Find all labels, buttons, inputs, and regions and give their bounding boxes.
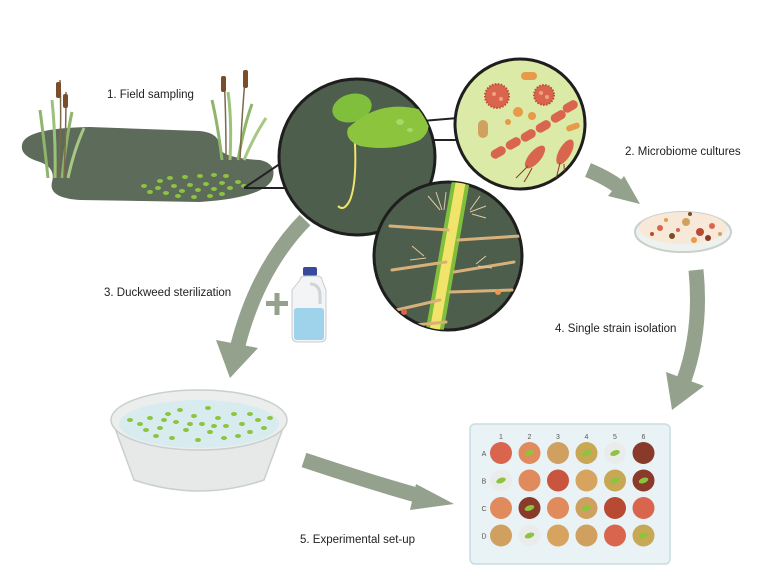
well-duckweed [638,532,649,539]
plate-well [632,442,655,464]
bowl-duckweed [127,406,273,442]
plate-row-label: C [481,506,486,513]
arrow-to-sterilization [216,214,311,378]
plate-well [518,469,541,492]
well-duckweed [581,450,592,456]
plate-well [547,442,569,464]
step-label-microbiome-cultures: 2. Microbiome cultures [625,146,741,158]
plate-well [604,524,626,547]
duckweed-zoom-circle [277,77,437,237]
plate-well [632,497,655,519]
root-zoom-circle [372,180,524,332]
well-duckweed [524,450,535,456]
plate-column-label: 4 [585,434,589,441]
step-label-duckweed-sterilization: 3. Duckweed sterilization [104,287,232,299]
arrow-to-isolation [666,269,705,410]
plate-well [604,497,626,519]
plate-well [547,524,569,547]
cattails-right [210,69,268,161]
plate-column-label: 6 [642,434,646,441]
plate-well [575,469,598,492]
well-duckweed [581,505,592,511]
pond-duckweed [141,173,247,199]
well-duckweed [496,477,506,484]
well-duckweed [638,477,649,484]
cattails-left [38,79,86,179]
petri-dish [634,211,732,253]
culture-colonies [650,212,722,243]
plate-row-label: B [482,479,487,486]
arrow-to-setup [301,452,454,510]
well-duckweed [610,450,620,456]
step-label-experimental-setup: 5. Experimental set-up [300,534,416,546]
plate-well [490,442,512,464]
well-duckweed [524,532,535,539]
plate-well [547,469,569,492]
bleach-bottle-icon [291,267,327,343]
sterilization-bowl [110,389,288,492]
plate-row-label: A [482,451,487,458]
plate-well [547,497,569,519]
microbe-zoom-circle [453,57,587,191]
step-label-single-strain-isolation: 4. Single strain isolation [555,323,677,335]
plate-row-label: D [481,534,486,541]
arrow-to-cultures [585,163,640,204]
well-duckweed [524,505,535,511]
plate-well [490,524,512,547]
pond-illustration [21,69,306,202]
well-plate: 1 2 3 4 5 6 A B C D [469,423,671,565]
plate-column-label: 5 [613,434,617,441]
plus-icon [266,293,288,315]
plate-well [490,497,512,519]
step-label-field-sampling: 1. Field sampling [107,89,194,101]
plate-well [575,524,598,547]
plate-column-label: 1 [499,434,503,441]
plate-column-label: 2 [528,434,532,441]
well-duckweed [610,477,620,484]
plate-column-label: 3 [556,434,560,441]
